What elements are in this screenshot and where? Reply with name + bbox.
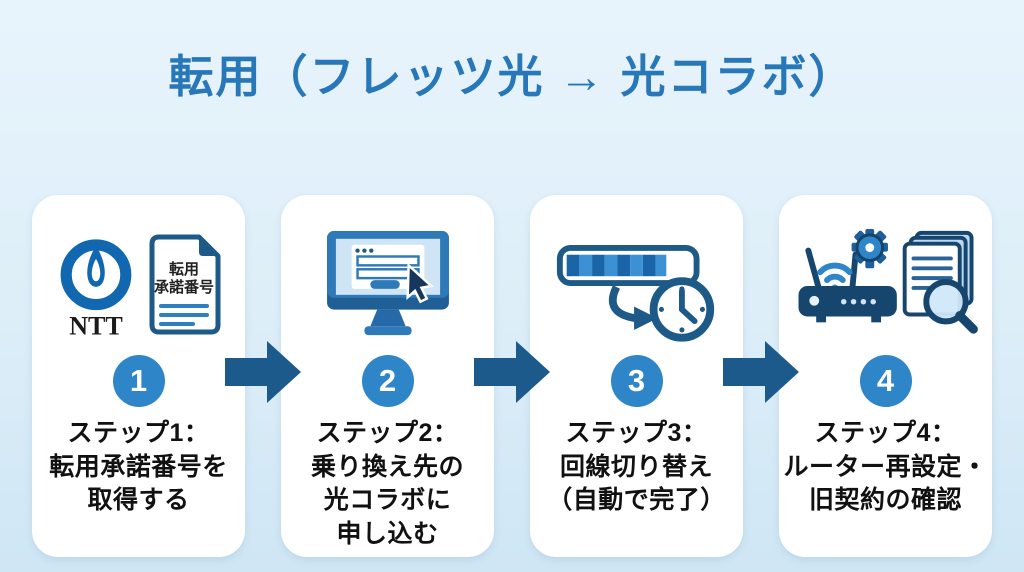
arrow-step1-to-step2 bbox=[225, 341, 301, 403]
arrow-step3-to-step4 bbox=[723, 341, 799, 403]
ntt-logo-icon: NTT bbox=[60, 239, 131, 339]
step4-number-badge: 4 bbox=[859, 355, 912, 407]
magnifier-icon bbox=[922, 279, 978, 334]
step1-label: ステップ1： 転用承諾番号を 取得する bbox=[49, 419, 228, 514]
cursor-arrow-icon bbox=[405, 262, 434, 304]
flow-diagram: NTT 転用 承諾番号 1 ステップ1： 転用承諾番号を 取得する bbox=[0, 195, 1024, 557]
step4-label: ステップ4： ルーター再設定・ 旧契約の確認 bbox=[783, 419, 988, 514]
step3-label: ステップ3： 回線切り替え （自動で完了） bbox=[547, 419, 726, 514]
step-card-1: NTT 転用 承諾番号 1 ステップ1： 転用承諾番号を 取得する bbox=[32, 195, 245, 557]
step2-icon-group bbox=[324, 223, 452, 347]
gear-icon bbox=[851, 228, 888, 269]
step2-number-badge: 2 bbox=[361, 355, 414, 407]
page-title: 転用（フレッツ光 → 光コラボ） bbox=[168, 51, 856, 102]
step1-icon-group: NTT 転用 承諾番号 bbox=[54, 223, 224, 347]
step-card-2: 2 ステップ2： 乗り換え先の 光コラボに 申し込む bbox=[281, 195, 494, 557]
page: { "title": "転用（フレッツ光 → 光コラボ）", "steps": … bbox=[0, 40, 1024, 572]
router-documents-icon bbox=[798, 228, 978, 334]
progress-stripes bbox=[566, 254, 666, 277]
step4-icon-group bbox=[792, 223, 980, 347]
document-label-line2: 承諾番号 bbox=[153, 278, 213, 296]
transfer-number-document-icon: 転用 承諾番号 bbox=[149, 234, 220, 335]
step2-label: ステップ2： 乗り換え先の 光コラボに 申し込む bbox=[310, 419, 464, 548]
contract-documents-icon bbox=[902, 230, 978, 334]
document-label-line1: 転用 bbox=[168, 261, 198, 278]
arrow-step2-to-step3 bbox=[474, 341, 550, 403]
progress-bar-clock-icon bbox=[556, 244, 714, 342]
ntt-logo-label: NTT bbox=[69, 311, 123, 339]
step3-icon-group bbox=[554, 223, 720, 347]
wifi-router-icon bbox=[798, 228, 897, 323]
step1-number-badge: 1 bbox=[112, 355, 165, 407]
step-card-3: 3 ステップ3： 回線切り替え （自動で完了） bbox=[530, 195, 743, 557]
step-card-4: 4 ステップ4： ルーター再設定・ 旧契約の確認 bbox=[779, 195, 992, 557]
online-application-monitor-icon bbox=[326, 230, 449, 336]
curved-arrow bbox=[608, 285, 637, 323]
step3-number-badge: 3 bbox=[610, 355, 663, 407]
